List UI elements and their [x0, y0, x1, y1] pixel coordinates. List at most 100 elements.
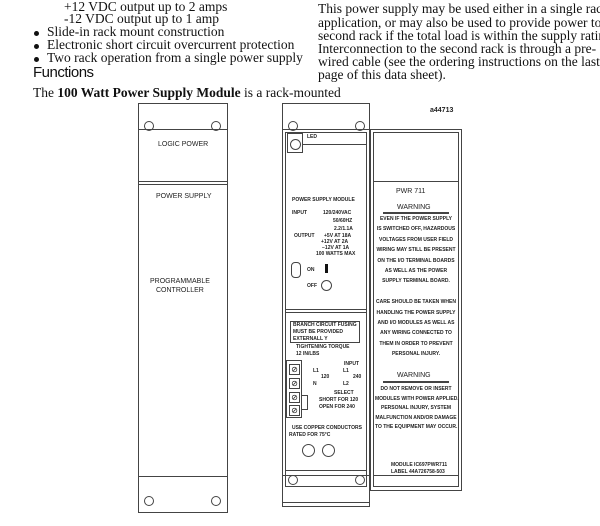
divider	[383, 212, 449, 214]
terminal-block	[286, 360, 302, 418]
output-rating: +5V AT 18A	[324, 233, 352, 239]
mount-hole-icon	[144, 121, 154, 131]
l2-label: L2	[343, 381, 349, 387]
jumper-bracket	[302, 395, 308, 410]
fusing-text: BRANCH CIRCUIT FUSING	[293, 322, 357, 328]
input-rating: 50/60HZ	[333, 218, 353, 224]
input-label: INPUT	[292, 210, 307, 216]
controller-label: PROGRAMMABLE	[150, 278, 210, 285]
on-indicator-icon	[325, 264, 328, 273]
off-label: OFF	[307, 283, 317, 289]
fusing-text: MUST BE PROVIDED	[293, 329, 344, 335]
bullet-icon	[34, 31, 39, 36]
warning-line: PERSONAL INJURY.	[391, 351, 441, 358]
warning-line: MODULES WITH POWER APPLIED.	[375, 395, 459, 402]
module-base	[282, 475, 370, 507]
warning-line: HANDLING THE POWER SUPPLY	[376, 309, 456, 316]
terminal-screw-icon[interactable]: ⊘	[289, 378, 300, 389]
divider	[138, 181, 228, 182]
output-rating: +12V AT 2A	[321, 239, 349, 245]
bullet-icon	[34, 57, 39, 62]
mount-hole-icon	[288, 475, 298, 485]
divider	[285, 312, 367, 313]
input-rating: 120/240VAC	[323, 210, 352, 216]
para-line: page of this data sheet).	[318, 67, 446, 82]
n-label: N	[313, 381, 317, 387]
divider	[285, 470, 367, 471]
label-inner	[373, 132, 459, 487]
warning-line: WIRING MAY STILL BE PRESENT	[376, 247, 456, 254]
terminal-screw-icon[interactable]: ⊘	[289, 392, 300, 403]
bullet-icon	[34, 44, 39, 49]
module-title: POWER SUPPLY MODULE	[292, 197, 355, 203]
l1-label: L1	[343, 368, 349, 374]
torque-text: 12 IN/LBS	[296, 351, 320, 357]
copper-text: RATED FOR 75°C	[289, 432, 331, 438]
para-line: This power supply may be used either in …	[318, 1, 600, 16]
select-text: SELECT	[334, 390, 354, 396]
divider	[138, 476, 228, 477]
power-supply-label: POWER SUPPLY	[156, 193, 212, 200]
para-line: application, or may also be used to prov…	[318, 15, 600, 30]
logic-power-label: LOGIC POWER	[158, 141, 209, 148]
connector-icon	[302, 444, 315, 457]
warning-line: CARE SHOULD BE TAKEN WHEN	[376, 299, 456, 306]
output-rating: −12V AT 1A	[322, 245, 350, 251]
label-outline	[370, 129, 462, 491]
warning-line: ON THE I/O TERMINAL BOARDS	[377, 257, 455, 264]
input-heading: INPUT	[344, 361, 359, 367]
feature-bullet: Slide-in rack mount construction	[47, 24, 225, 39]
ground-icon	[322, 444, 335, 457]
rack-outline	[138, 103, 228, 513]
feature-bullet: Electronic short circuit overcurrent pro…	[47, 37, 295, 52]
warning-line: AND I/O MODULES AS WELL AS	[377, 320, 455, 326]
para-line: second rack if the total load is within …	[318, 28, 600, 43]
warning-line: PERSONAL INJURY, SYSTEM	[380, 405, 451, 411]
para-line: Interconnection to the second rack is th…	[318, 41, 597, 56]
select-text: OPEN FOR 240	[319, 404, 355, 410]
controller-label: CONTROLLER	[156, 287, 204, 294]
module-number: MODULE IC697PWR711	[391, 462, 448, 468]
warning-heading: WARNING	[397, 204, 431, 211]
terminal-screw-icon[interactable]: ⊘	[289, 364, 300, 375]
l1-label: L1	[313, 368, 319, 374]
warning-line: TO THE EQUIPMENT MAY OCCUR.	[375, 424, 458, 430]
mount-hole-icon	[288, 121, 298, 131]
divider	[373, 475, 459, 476]
warning-line: EVEN IF THE POWER SUPPLY	[379, 216, 453, 222]
off-indicator-icon	[321, 280, 332, 291]
mount-hole-icon	[355, 121, 365, 131]
mount-hole-icon	[355, 475, 365, 485]
divider	[373, 181, 459, 182]
functions-paragraph: The 100 Watt Power Supply Module is a ra…	[33, 86, 341, 100]
mount-hole-icon	[211, 121, 221, 131]
mount-hole-icon	[211, 496, 221, 506]
divider	[285, 309, 367, 310]
input-rating: 2.2/1.1A	[334, 226, 353, 232]
warning-heading: WARNING	[397, 372, 431, 379]
para-bold: 100 Watt Power Supply Module	[57, 85, 241, 100]
terminal-screw-icon[interactable]: ⊘	[289, 405, 300, 416]
select-text: SHORT FOR 120	[319, 397, 359, 403]
para-text: The	[33, 85, 58, 100]
mount-hole-icon	[144, 496, 154, 506]
led-label: LED	[307, 134, 317, 140]
divider	[303, 144, 367, 145]
output-label: OUTPUT	[294, 233, 315, 239]
fusing-text: EXTERNALL Y	[293, 336, 328, 342]
power-switch-icon[interactable]	[291, 262, 301, 278]
para-text: is a rack-mounted	[240, 85, 341, 100]
led-housing	[287, 133, 303, 153]
module-outline	[282, 103, 370, 503]
warning-line: DO NOT REMOVE OR INSERT	[380, 386, 452, 392]
warning-line: IS SWITCHED OFF, HAZARDOUS	[376, 226, 456, 233]
warning-line: THEM IN ORDER TO PREVENT	[379, 340, 453, 347]
warning-line: VOLTAGES FROM USER FIELD	[379, 236, 453, 243]
copper-text: USE COPPER CONDUCTORS	[292, 425, 362, 431]
label-number: LABEL 44A726758-503	[391, 469, 445, 475]
fusing-notice	[290, 321, 360, 343]
led-icon	[290, 139, 301, 150]
section-heading: Functions	[33, 64, 94, 81]
spec-line: +12 VDC output up to 2 amps	[64, 0, 228, 14]
